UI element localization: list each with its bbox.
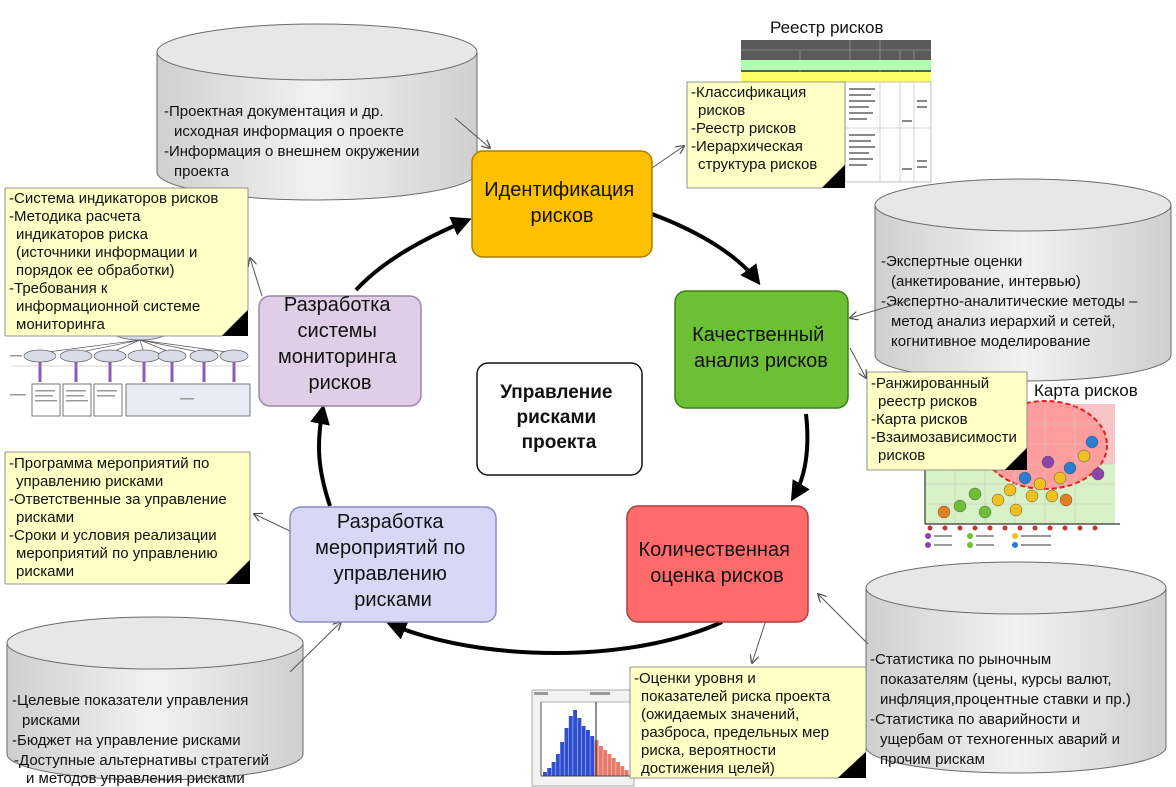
histogram-bar	[590, 736, 595, 776]
risk-map-dots	[937, 435, 1105, 519]
distribution-histogram-illustration	[531, 689, 635, 787]
histogram-bar	[624, 770, 629, 776]
stage-qualitative: Качественный анализ рисков	[674, 290, 849, 409]
histogram-bar	[581, 726, 586, 776]
output-text-ranking: -Ранжированный реестр рисков -Карта риск…	[871, 375, 1021, 464]
connector-arrows	[250, 117, 911, 673]
output-text-indicators: -Система индикаторов рисков -Методика ра…	[9, 190, 223, 333]
stage-monitoring: Разработка системы мониторинга рисков	[258, 294, 422, 407]
histogram-bar	[577, 718, 582, 776]
note-evaluation: -Оценки уровня и показателей риска проек…	[629, 666, 867, 779]
stage-quantitative: Количественная оценка рисков	[626, 505, 809, 623]
note-ranking: -Ранжированный реестр рисков -Карта риск…	[866, 371, 1028, 471]
histogram-bar	[598, 746, 603, 776]
input-text-expert: -Экспертные оценки (анкетирование, интер…	[881, 253, 1142, 350]
risk-registry-illustration: Реестр рисков	[741, 18, 932, 183]
histogram-bar	[551, 762, 556, 776]
center-title: Управление рисками проекта	[476, 362, 643, 476]
risk-map-legend	[925, 533, 1051, 548]
note-program: -Программа мероприятий по управлению рис…	[4, 451, 251, 585]
input-text-project-docs: -Проектная документация и др. исходная и…	[164, 103, 424, 180]
svg-text:Управление рисками: Управление рисками проекта	[500, 382, 618, 453]
svg-text:Количественная оценка ри: Количественная оценка рисков	[638, 539, 795, 587]
note-registry: -Классификация рисков -Реестр рисков -Ие…	[686, 81, 846, 189]
histogram-bar	[560, 742, 565, 776]
input-text-statistics: -Статистика по рыночным показателям (цен…	[870, 651, 1135, 768]
histogram-bar	[620, 766, 625, 776]
note-indicators: -Система индикаторов рисков -Методика ра…	[4, 187, 249, 337]
input-text-targets: -Целевые показатели управления рисками -…	[12, 692, 273, 787]
histogram-bar	[573, 710, 577, 776]
cylinder-targets: -Целевые показатели управления рисками -…	[6, 616, 304, 787]
histogram-bar	[586, 730, 590, 776]
histogram-bar	[547, 768, 552, 776]
output-text-registry: -Классификация рисков -Реестр рисков -Ие…	[691, 84, 817, 173]
histogram-bar	[564, 728, 569, 776]
svg-text:Качественный анализ риск: Качественный анализ рисков	[692, 324, 830, 372]
output-text-evaluation: -Оценки уровня и показателей риска проек…	[634, 670, 834, 777]
svg-text:Разработка мероприятий п: Разработка мероприятий по управлению рис…	[315, 511, 471, 611]
output-text-program: -Программа мероприятий по управлению рис…	[9, 455, 231, 580]
cycle-arrows	[310, 212, 810, 655]
histogram-bar	[616, 762, 620, 776]
histogram-bar	[611, 758, 616, 776]
histogram-bar	[543, 772, 547, 776]
svg-text:Идентификация рисков: Идентификация рисков	[484, 179, 640, 227]
svg-text:Разработка системы: Разработка системы мониторинга рисков	[278, 294, 402, 394]
histogram-bar	[603, 750, 608, 776]
risk-map-title: Карта рисков	[1034, 381, 1138, 400]
histogram-bar	[594, 740, 599, 776]
cylinder-statistics: -Статистика по рыночным показателям (цен…	[865, 561, 1167, 774]
registry-title: Реестр рисков	[770, 18, 884, 37]
cylinder-expert: -Экспертные оценки (анкетирование, интер…	[874, 178, 1172, 382]
stage-identification: Идентификация рисков	[471, 150, 653, 258]
cylinder-project-docs: -Проектная документация и др. исходная и…	[156, 23, 478, 201]
stage-measures: Разработка мероприятий по управлению рис…	[289, 506, 497, 623]
histogram-bar	[568, 716, 573, 776]
histogram-bar	[607, 754, 612, 776]
histogram-bar	[555, 754, 560, 776]
